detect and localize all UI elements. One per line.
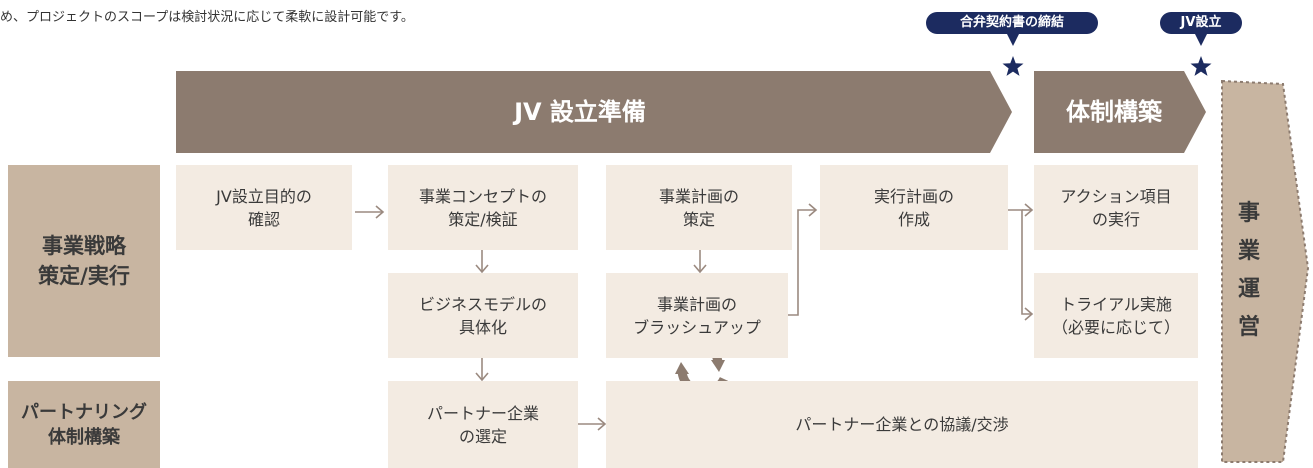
milestone-pointer [1007, 34, 1019, 46]
connector-arrows [355, 203, 1034, 431]
refresh-icon-head [711, 360, 725, 372]
row-label-partnering: パートナリング 体制構築 [8, 381, 160, 468]
step-plan-brushup: 事業計画の ブラッシュアップ [606, 273, 788, 358]
phase-label-jv-prep: JV 設立準備 [514, 98, 646, 126]
caption-text: め、プロジェクトのスコープは検討状況に応じて柔軟に設計可能です。 [0, 10, 414, 25]
step-confirm-purpose: JV設立目的の 確認 [176, 165, 352, 250]
row-label-strategy: 事業戦略 策定/実行 [8, 165, 160, 357]
milestone-jv-agreement: 合弁契約書の締結 [926, 12, 1098, 34]
phase-arrow-operation [1221, 79, 1310, 463]
step-business-model: ビジネスモデルの 具体化 [388, 273, 578, 358]
step-trial: トライアル実施 （必要に応じて） [1034, 273, 1198, 358]
milestone-star-icon [1002, 56, 1024, 76]
step-business-plan: 事業計画の 策定 [606, 165, 792, 250]
milestone-jv-established: JV設立 [1160, 12, 1242, 34]
phase-label-structure: 体制構築 [1066, 98, 1162, 126]
milestone-pointer [1195, 34, 1207, 46]
refresh-icon-head [675, 362, 689, 374]
step-action-items: アクション項目 の実行 [1034, 165, 1198, 250]
phase-arrow-jv-prep [176, 71, 1012, 153]
phase-arrow-structure [1034, 71, 1206, 153]
step-concept: 事業コンセプトの 策定/検証 [388, 165, 578, 250]
step-exec-plan: 実行計画の 作成 [820, 165, 1008, 250]
step-partner-selection: パートナー企業 の選定 [388, 381, 578, 468]
step-partner-negotiation: パートナー企業との協議/交渉 [606, 381, 1198, 468]
milestone-star-icon [1190, 56, 1212, 76]
phase-label-operation: 事業運営 [1237, 201, 1260, 340]
